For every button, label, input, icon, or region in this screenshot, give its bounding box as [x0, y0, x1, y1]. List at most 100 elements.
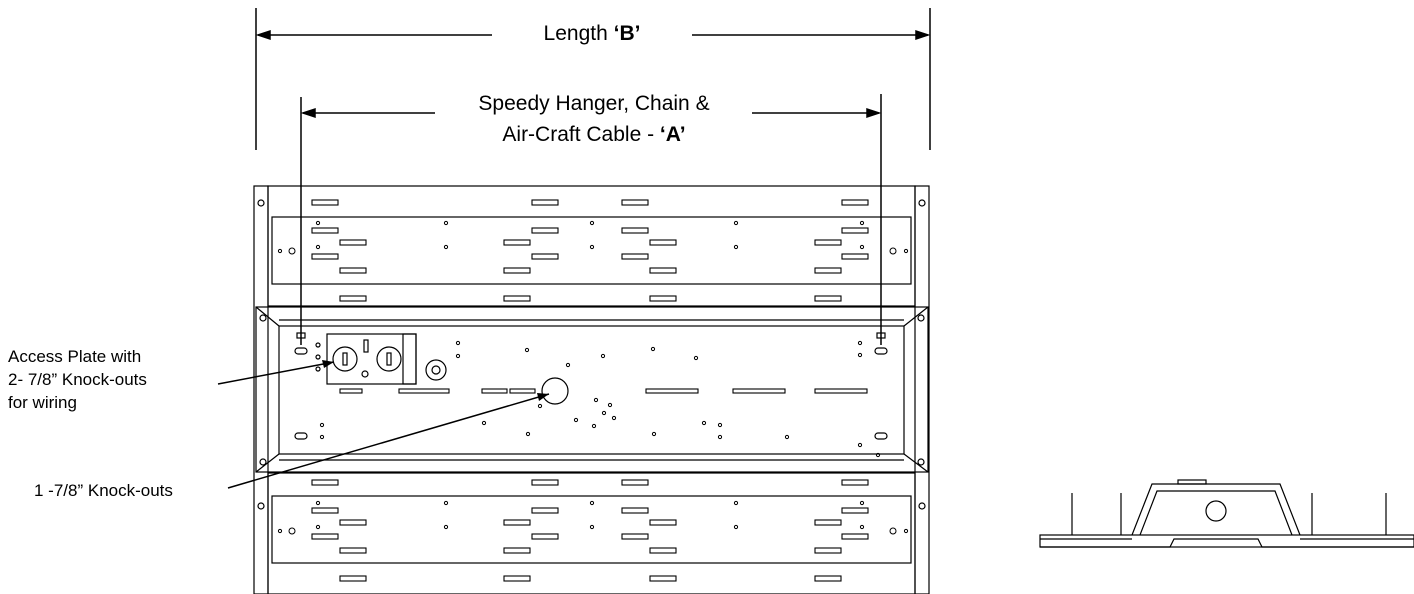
mounting-hole [589, 500, 595, 506]
top-reflector-panel [271, 216, 912, 285]
reflector-slot [621, 253, 649, 260]
mounting-hole [889, 527, 897, 535]
reflector-slot [503, 267, 531, 274]
reflector-slot [531, 479, 559, 486]
reflector-slot [621, 479, 649, 486]
dimension-b [255, 8, 931, 150]
mounting-hole [857, 340, 863, 346]
reflector-slot [814, 575, 842, 582]
mounting-hole [733, 244, 739, 250]
reflector-slot [311, 507, 339, 514]
mounting-hole [481, 420, 487, 426]
mounting-hole [319, 434, 325, 440]
mounting-hole [525, 431, 531, 437]
reflector-slot [649, 575, 677, 582]
side-view-bottom-step [1040, 538, 1414, 548]
reflector-slot [841, 533, 869, 540]
dimension-a-label-line1: Speedy Hanger, Chain & [478, 92, 709, 115]
side-view-knockout [1205, 500, 1227, 522]
mounting-hole [315, 220, 321, 226]
mounting-hole [589, 524, 595, 530]
mounting-hole [857, 352, 863, 358]
reflector-slot [841, 479, 869, 486]
mounting-hole [455, 340, 461, 346]
mounting-hole [859, 220, 865, 226]
mounting-hole [593, 397, 599, 403]
channel-corner [255, 453, 280, 473]
bottom-section-outline [267, 472, 916, 594]
reflector-slot [814, 267, 842, 274]
rail-hole [918, 502, 926, 510]
mounting-hole [443, 220, 449, 226]
mounting-hole [859, 244, 865, 250]
reflector-slot [531, 253, 559, 260]
dimension-a-arrow-left [300, 107, 316, 119]
reflector-slot [621, 227, 649, 234]
plate-hole [315, 342, 321, 348]
channel-corner-hole [917, 458, 925, 466]
wiring-knockout [376, 346, 402, 372]
knockouts-callout: 1 -7/8” Knock-outs [34, 481, 173, 500]
reflector-slot [621, 507, 649, 514]
reflector-slot [509, 388, 536, 394]
reflector-slot [531, 533, 559, 540]
reflector-slot [649, 267, 677, 274]
dimension-a-arrow-right [866, 107, 882, 119]
side-view-base [1039, 534, 1414, 548]
reflector-slot [814, 295, 842, 302]
mounting-hole [611, 415, 617, 421]
mounting-hole [288, 247, 296, 255]
access-plate-callout-line3: for wiring [8, 393, 77, 412]
mounting-hole [601, 410, 607, 416]
mounting-hole [455, 353, 461, 359]
reflector-slot [841, 253, 869, 260]
dimension-a-label-line2: Air-Craft Cable - ‘A’ [502, 123, 685, 146]
mounting-hole [319, 422, 325, 428]
fixture-side-view [1039, 479, 1414, 548]
mounting-hole [859, 500, 865, 506]
reflector-slot [814, 519, 842, 526]
dimension-b-label: Length ‘B’ [544, 22, 641, 45]
mounting-hole [717, 434, 723, 440]
reflector-slot [841, 507, 869, 514]
reflector-slot [732, 388, 786, 394]
access-plate-leader [217, 360, 335, 385]
channel-corner-hole [917, 314, 925, 322]
reflector-slot [841, 199, 869, 206]
reflector-slot [311, 227, 339, 234]
mounting-hole [857, 442, 863, 448]
mounting-hole [717, 422, 723, 428]
hanger-slot [874, 347, 888, 355]
reflector-slots [311, 199, 869, 582]
mounting-hole [315, 524, 321, 530]
mounting-hole [903, 248, 909, 254]
reflector-slot [398, 388, 450, 394]
reflector-slot [339, 239, 367, 246]
round-knockout-center [431, 365, 441, 375]
reflector-slot [649, 547, 677, 554]
mounting-hole [573, 417, 579, 423]
side-view-housing-inner [1139, 490, 1293, 536]
mounting-hole [600, 353, 606, 359]
knockout-slot [386, 352, 392, 366]
hanger-slot [296, 332, 306, 339]
reflector-slot [339, 547, 367, 554]
plate-slot [363, 339, 369, 353]
reflector-slot [339, 519, 367, 526]
mounting-holes [277, 220, 909, 535]
right-side-rail [914, 185, 930, 594]
reflector-slot [311, 253, 339, 260]
center-channel-outer [255, 306, 929, 473]
round-knockout [425, 359, 447, 381]
mounting-hole [443, 524, 449, 530]
mounting-hole [315, 500, 321, 506]
mounting-hole [693, 355, 699, 361]
reflector-slot [339, 388, 363, 394]
reflector-slot [339, 267, 367, 274]
mounting-hole [784, 434, 790, 440]
mounting-hole [591, 423, 597, 429]
reflector-slot [649, 519, 677, 526]
mounting-hole [701, 420, 707, 426]
bottom-reflector-panel [271, 495, 912, 564]
